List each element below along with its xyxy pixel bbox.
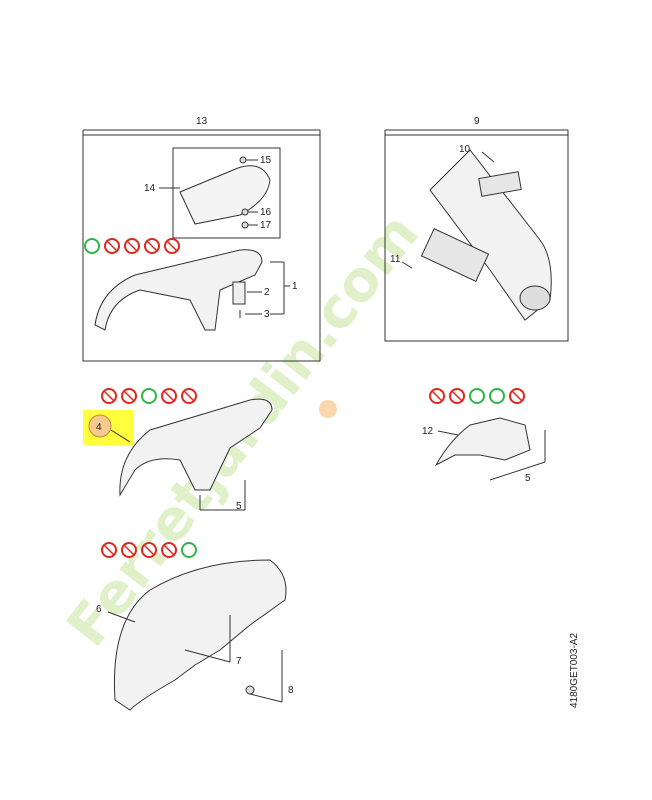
callout-14: 14 (144, 183, 156, 194)
guard-4 (119, 398, 273, 497)
callout-15: 15 (260, 155, 272, 166)
icon-row-1 (84, 238, 180, 254)
callout-4-ring (88, 414, 112, 438)
callout-11: 11 (390, 254, 401, 265)
icon-row-3 (429, 388, 525, 404)
guard-6 (113, 559, 287, 711)
box-9 (384, 134, 569, 342)
callout-17: 17 (260, 220, 272, 231)
nut-17 (241, 221, 249, 229)
document-code: 4180GET003-A2 (569, 633, 580, 708)
callout-16: 16 (260, 207, 272, 218)
callout-10: 10 (459, 144, 471, 155)
screw-15 (239, 156, 247, 164)
spindle (519, 285, 551, 311)
clamp-upper (478, 171, 522, 197)
screw-8 (245, 685, 255, 695)
box-13 (82, 134, 321, 362)
box-14 (172, 147, 281, 239)
clamp-lower (420, 228, 490, 282)
callout-8: 8 (288, 685, 294, 696)
guard-13 (94, 249, 263, 331)
tool-allowed-icon (84, 238, 100, 254)
callout-12: 12 (422, 426, 434, 437)
callout-9: 9 (474, 116, 480, 127)
callout-5b: 5 (525, 473, 531, 484)
deflector-plate-14 (179, 165, 271, 225)
callout-3: 3 (264, 309, 270, 320)
callout-7: 7 (236, 656, 242, 667)
bushing-2 (232, 281, 246, 305)
icon-row-4 (101, 542, 197, 558)
callout-6: 6 (96, 604, 102, 615)
callout-13: 13 (196, 116, 208, 127)
watermark-dot-2 (319, 400, 337, 418)
callout-1: 1 (292, 281, 298, 292)
icon-row-2 (101, 388, 197, 404)
callout-2: 2 (264, 287, 270, 298)
guard-12 (434, 417, 531, 467)
washer-16 (241, 208, 249, 216)
callout-5a: 5 (236, 501, 242, 512)
callout-4: 4 (96, 422, 102, 433)
